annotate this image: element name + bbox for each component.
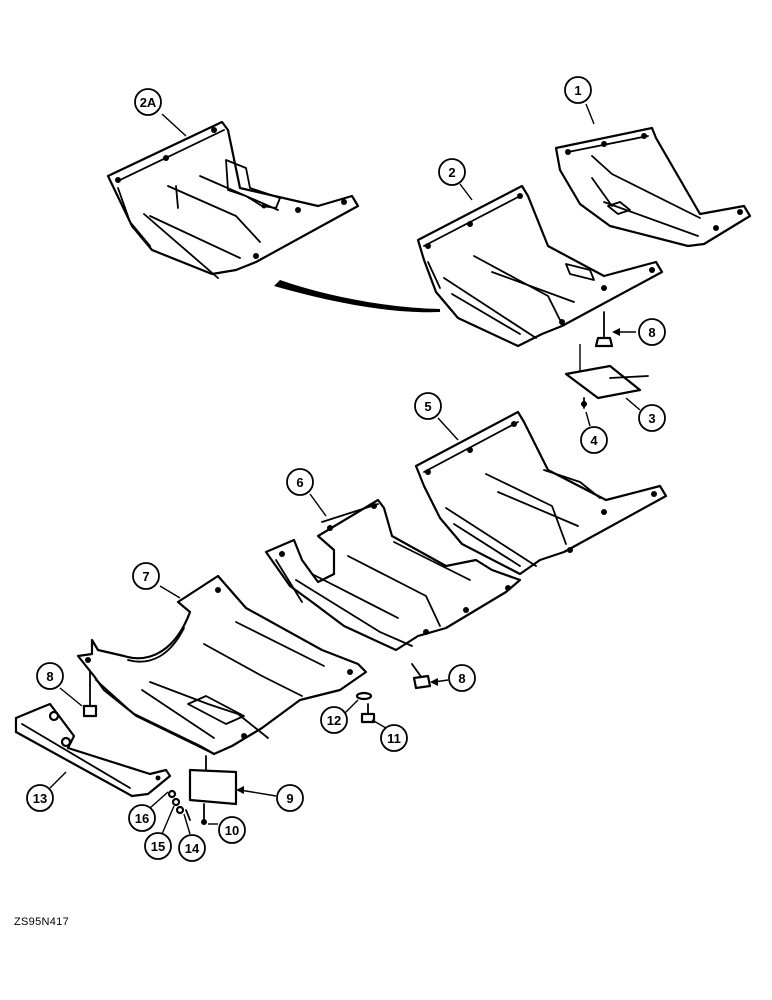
callout-7: 7: [132, 562, 181, 599]
svg-text:16: 16: [135, 811, 149, 826]
svg-text:4: 4: [590, 433, 598, 448]
svg-text:8: 8: [458, 671, 465, 686]
callout-5: 5: [414, 392, 459, 441]
callout-13: 13: [26, 771, 67, 812]
svg-text:5: 5: [424, 399, 431, 414]
callout-3: 3: [625, 397, 666, 432]
bolt-4: [581, 397, 587, 409]
svg-text:10: 10: [225, 823, 239, 838]
callout-15: 15: [144, 805, 175, 860]
part-5-guard: [414, 410, 668, 576]
svg-text:2A: 2A: [140, 95, 157, 110]
part-6-guard: [264, 498, 522, 652]
bolt-8-lower: [82, 671, 98, 718]
callout-2: 2: [438, 158, 473, 201]
bolt-11-washer-12: [355, 691, 376, 724]
relation-arrow: [274, 280, 440, 313]
hardware-14-15-16: [167, 789, 191, 821]
part-2a-guard: [106, 120, 360, 279]
svg-text:11: 11: [387, 731, 401, 746]
callout-2a: 2A: [134, 88, 187, 137]
svg-text:7: 7: [142, 569, 149, 584]
part-7-guard: [76, 574, 368, 756]
svg-text:12: 12: [327, 713, 341, 728]
svg-text:14: 14: [185, 841, 200, 856]
callout-11: 11: [371, 719, 408, 752]
part-2-guard: [416, 184, 664, 348]
bolt-10: [201, 803, 207, 825]
svg-text:13: 13: [33, 791, 47, 806]
part-3-plate: [564, 364, 649, 400]
callout-6: 6: [286, 468, 327, 517]
callout-14: 14: [178, 813, 206, 862]
svg-text:8: 8: [46, 669, 53, 684]
callout-16: 16: [128, 791, 169, 832]
svg-text:3: 3: [648, 411, 655, 426]
bolt-8-upper: [594, 311, 614, 348]
callout-12: 12: [320, 699, 359, 734]
svg-text:9: 9: [286, 791, 293, 806]
callout-10: 10: [208, 816, 246, 844]
callout-1: 1: [564, 76, 595, 125]
part-1-guard: [554, 126, 752, 248]
svg-text:8: 8: [648, 325, 655, 340]
bolt-8-middle: [411, 663, 432, 690]
svg-text:15: 15: [151, 839, 165, 854]
part-9-plate: [188, 755, 238, 806]
callout-9: 9: [236, 784, 304, 812]
callout-8-lower-left: 8: [36, 662, 83, 707]
svg-text:6: 6: [296, 475, 303, 490]
drawing-code: ZS95N417: [14, 916, 69, 928]
callout-8-upper: 8: [612, 318, 666, 346]
part-13-deflector: [14, 702, 172, 798]
svg-text:1: 1: [574, 83, 581, 98]
callout-8-middle: 8: [430, 664, 476, 692]
svg-text:2: 2: [448, 165, 455, 180]
callout-4: 4: [580, 411, 608, 454]
